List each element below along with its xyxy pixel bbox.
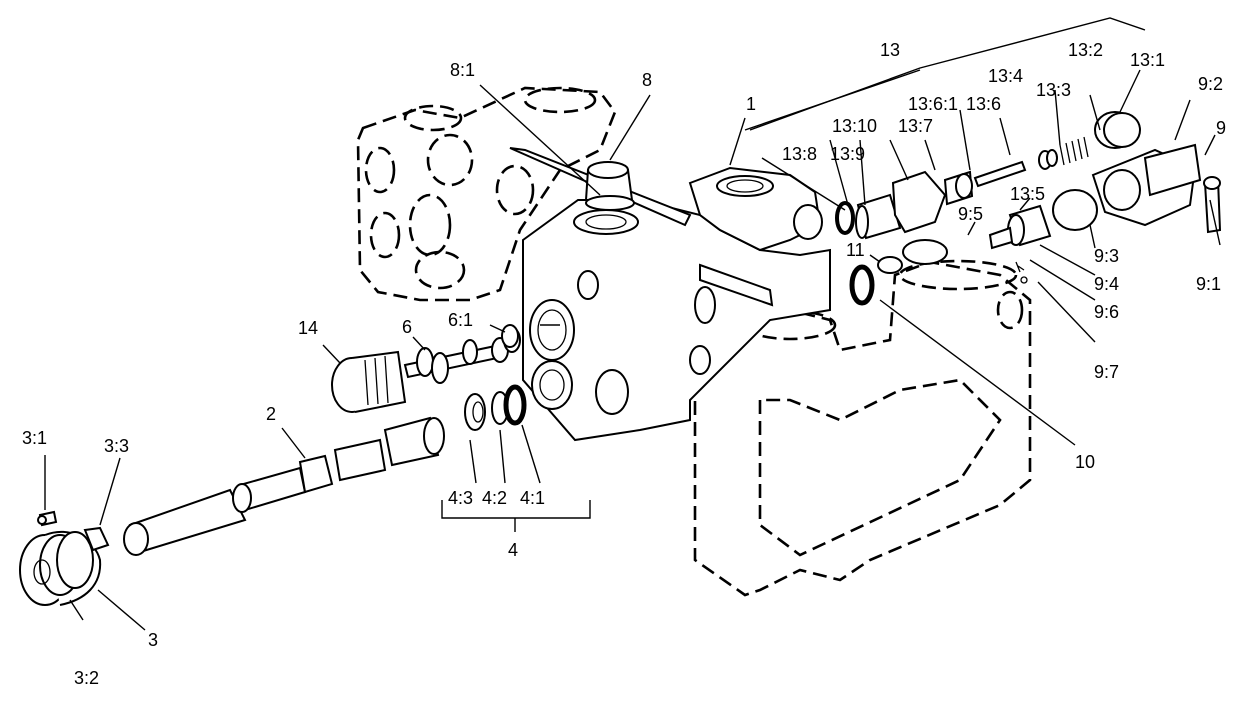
label-9-3: 9:3 <box>1094 246 1119 266</box>
front-valve-housing <box>693 259 1032 597</box>
plug-8 <box>584 161 635 211</box>
label-13: 13 <box>880 40 900 60</box>
label-13-3: 13:3 <box>1036 80 1071 100</box>
main-spool-2 <box>123 416 445 556</box>
label-4: 4 <box>508 540 518 560</box>
label-13-6: 13:6 <box>966 94 1001 114</box>
label-3-1: 3:1 <box>22 428 47 448</box>
label-13-1: 13:1 <box>1130 50 1165 70</box>
label-8-1: 8:1 <box>450 60 475 80</box>
label-9-2: 9:2 <box>1198 74 1223 94</box>
cartridge-13 <box>835 111 1141 240</box>
cover-9 <box>877 143 1222 284</box>
label-13-8: 13:8 <box>782 144 817 164</box>
label-13-4: 13:4 <box>988 66 1023 86</box>
label-10: 10 <box>1075 452 1095 472</box>
label-9-5: 9:5 <box>958 204 983 224</box>
seal-10 <box>849 264 875 306</box>
label-9-4: 9:4 <box>1094 274 1119 294</box>
seal-pack-4 <box>464 384 527 431</box>
label-4-2: 4:2 <box>482 488 507 508</box>
label-6: 6 <box>402 317 412 337</box>
label-4-1: 4:1 <box>520 488 545 508</box>
label-9-6: 9:6 <box>1094 302 1119 322</box>
leader-lines <box>44 17 1221 631</box>
label-8: 8 <box>642 70 652 90</box>
label-13-5: 13:5 <box>1010 184 1045 204</box>
label-9: 9 <box>1216 118 1226 138</box>
label-13-9: 13:9 <box>830 144 865 164</box>
label-14: 14 <box>298 318 318 338</box>
label-13-2: 13:2 <box>1068 40 1103 60</box>
label-3-3: 3:3 <box>104 436 129 456</box>
plug-14 <box>331 350 407 413</box>
label-13-6-1: 13:6:1 <box>908 94 958 114</box>
label-4-3: 4:3 <box>448 488 473 508</box>
ring-6-1 <box>501 324 519 348</box>
label-2: 2 <box>266 404 276 424</box>
label-1: 1 <box>746 94 756 114</box>
label-11: 11 <box>846 240 865 260</box>
cap-3 <box>19 510 110 606</box>
rear-valve-housing <box>356 86 617 302</box>
label-13-10: 13:10 <box>832 116 877 136</box>
label-3-2: 3:2 <box>74 668 99 688</box>
label-3: 3 <box>148 630 158 650</box>
label-9-1: 9:1 <box>1196 274 1221 294</box>
callout-labels: 8 8:1 1 13 13:1 13:2 13:3 13:4 13:6:1 13… <box>22 40 1226 688</box>
label-6-1: 6:1 <box>448 310 473 330</box>
label-13-7: 13:7 <box>898 116 933 136</box>
label-9-7: 9:7 <box>1094 362 1119 382</box>
